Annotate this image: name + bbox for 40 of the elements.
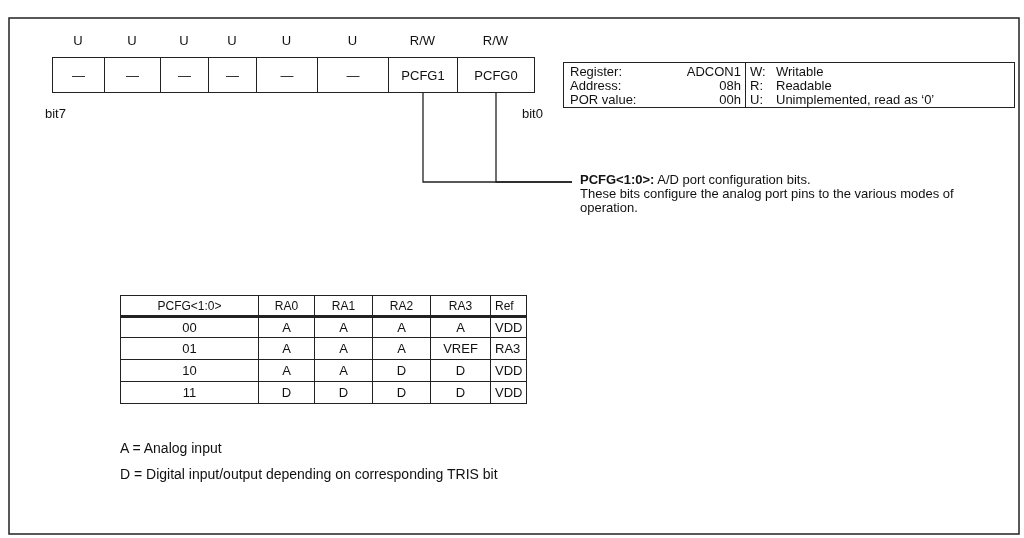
bit-number: bit7 — [45, 106, 66, 121]
info-key: POR value: — [570, 92, 637, 107]
legend-key: U: — [750, 92, 763, 107]
bit-number: bit0 — [522, 106, 543, 121]
bit-cell: — — [317, 57, 389, 93]
access-label: U — [126, 33, 138, 48]
access-label: R/W — [408, 33, 437, 48]
note-text: D = Digital input/output depending on corresponding TRIS bit — [120, 466, 498, 482]
bit-cell: — — [160, 57, 209, 93]
access-label: R/W — [481, 33, 510, 48]
bit-cell: — — [104, 57, 161, 93]
bit-cell: PCFG1 — [388, 57, 458, 93]
note-text: A = Analog input — [120, 440, 222, 456]
access-label: U — [178, 33, 190, 48]
access-label: U — [72, 33, 84, 48]
bit-cell: — — [208, 57, 257, 93]
table-cell: VDD — [490, 381, 527, 404]
bit-cell: — — [52, 57, 105, 93]
access-label: U — [280, 33, 293, 48]
table-cell: 00 — [120, 315, 259, 338]
legend-text: Unimplemented, read as ‘0’ — [776, 92, 935, 107]
leader-line — [495, 92, 573, 183]
description-text: These bits configure the analog port pins to the various modes of operation. — [580, 187, 955, 215]
table-cell: Ref — [490, 295, 527, 316]
legend-text: Writable — [776, 64, 824, 79]
info-value: 08h — [719, 78, 741, 93]
info-key: Address: — [570, 78, 622, 93]
info-key: Register: — [570, 64, 623, 79]
bit-cell: — — [256, 57, 318, 93]
table-cell: 11 — [120, 381, 259, 404]
table-cell: VDD — [490, 315, 527, 338]
description-text: PCFG<1:0>: A/D port configuration bits. — [580, 173, 812, 187]
access-label: U — [346, 33, 359, 48]
legend-key: R: — [750, 78, 763, 93]
info-value: 00h — [719, 92, 741, 107]
bit-cell: PCFG0 — [457, 57, 535, 93]
info-value: ADCON1 — [686, 64, 741, 79]
legend-text: Readable — [776, 78, 832, 93]
access-label: U — [226, 33, 238, 48]
legend-key: W: — [750, 64, 766, 79]
